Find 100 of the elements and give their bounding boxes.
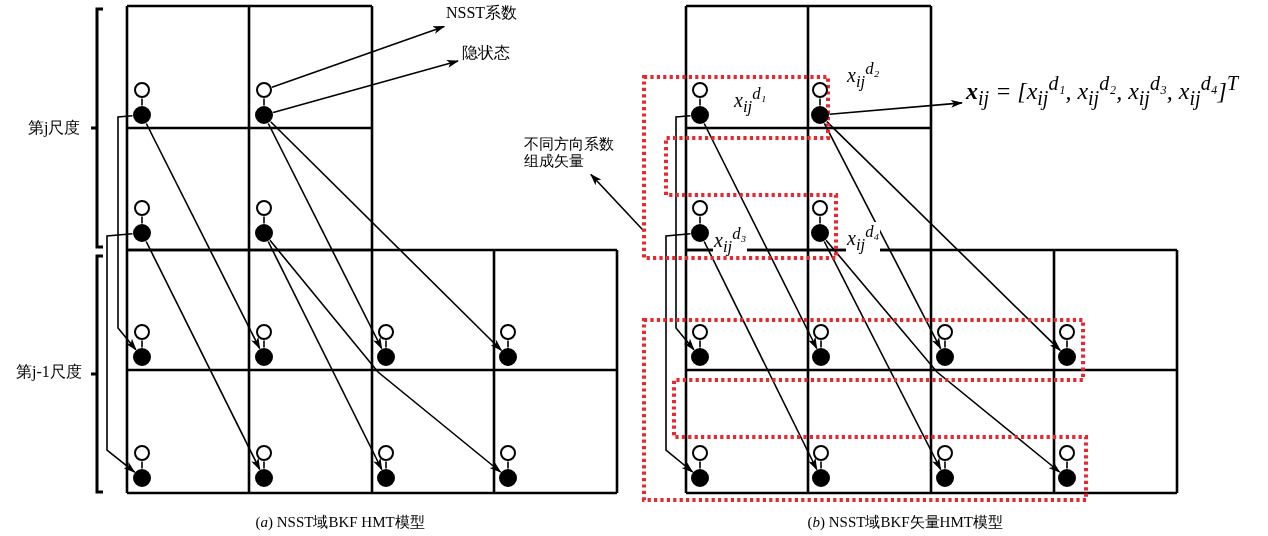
arrow <box>269 120 503 352</box>
annotation-text: NSST系数 <box>446 4 518 23</box>
filled-circle <box>377 469 395 487</box>
hollow-circle <box>692 445 708 461</box>
arrow <box>267 122 383 350</box>
connector-line <box>385 339 387 349</box>
hollow-circle <box>813 324 829 340</box>
filled-circle <box>812 348 830 366</box>
hollow-circle <box>378 445 394 461</box>
vector-formula: x$_{ij}$ = [x$_{ij}$$^{d₁}$, x$_{ij}$$^{d₂}$, x$_{ij}$$^{d₃}$, x$_{ij}$$^{d₄}$]$^{T}$ <box>966 72 1239 110</box>
connector-line <box>507 339 509 349</box>
connector-line <box>944 460 946 470</box>
arrow <box>271 25 446 88</box>
hollow-circle <box>1059 324 1075 340</box>
filled-circle <box>936 469 954 487</box>
arrow <box>269 239 502 473</box>
caption: (b) NSST域BKF矢量HMT模型 <box>807 513 1003 531</box>
connector-line <box>141 97 143 107</box>
filled-circle <box>133 106 151 124</box>
hollow-circle <box>134 200 150 216</box>
arrow <box>267 240 383 471</box>
hollow-circle <box>256 324 272 340</box>
connector-line <box>385 460 387 470</box>
hollow-circle <box>134 324 150 340</box>
connector-line <box>699 460 701 470</box>
filled-circle <box>499 348 517 366</box>
connector-line <box>263 97 265 107</box>
filled-circle <box>133 469 151 487</box>
arrow <box>675 115 695 351</box>
connector-line <box>263 460 265 470</box>
connector-line <box>699 215 701 225</box>
connector-line <box>819 97 821 107</box>
filled-circle <box>1058 348 1076 366</box>
filled-circle <box>811 224 829 242</box>
arrow <box>703 122 818 350</box>
hollow-circle <box>813 445 829 461</box>
caption: (a) NSST域BKF HMT模型 <box>255 513 425 531</box>
arrow <box>826 120 1061 352</box>
arrow <box>665 233 694 473</box>
filled-circle <box>133 224 151 242</box>
filled-circle <box>811 106 829 124</box>
filled-circle <box>1058 469 1076 487</box>
hollow-circle <box>692 324 708 340</box>
arrow <box>272 60 459 114</box>
connector-line <box>141 215 143 225</box>
connector-line <box>141 339 143 349</box>
hollow-circle <box>256 445 272 461</box>
hollow-circle <box>1059 445 1075 461</box>
annotation-text: 隐状态 <box>462 44 510 63</box>
connector-line <box>263 215 265 225</box>
filled-circle <box>691 348 709 366</box>
connector-line <box>507 460 509 470</box>
connector-line <box>820 339 822 349</box>
hollow-circle <box>134 445 150 461</box>
arrow <box>145 122 261 350</box>
filled-circle <box>499 469 517 487</box>
hollow-circle <box>937 445 953 461</box>
arrow <box>117 115 137 351</box>
filled-circle <box>255 106 273 124</box>
arrow <box>106 233 136 473</box>
hollow-circle <box>256 82 272 98</box>
hollow-circle <box>256 200 272 216</box>
arrow <box>590 173 645 232</box>
arrow <box>145 240 261 471</box>
filled-circle <box>255 348 273 366</box>
filled-circle <box>255 469 273 487</box>
arrow <box>823 240 942 471</box>
connector-line <box>141 460 143 470</box>
filled-circle <box>691 106 709 124</box>
hollow-circle <box>500 324 516 340</box>
connector-line <box>819 215 821 225</box>
connector-line <box>263 339 265 349</box>
hollow-circle <box>812 200 828 216</box>
arrow <box>823 122 942 350</box>
connector-line <box>1066 460 1068 470</box>
filled-circle <box>812 469 830 487</box>
filled-circle <box>691 469 709 487</box>
filled-circle <box>255 224 273 242</box>
filled-circle <box>377 348 395 366</box>
hollow-circle <box>134 82 150 98</box>
hollow-circle <box>812 82 828 98</box>
connector-line <box>1066 339 1068 349</box>
hollow-circle <box>500 445 516 461</box>
hollow-circle <box>692 82 708 98</box>
connector-line <box>699 339 701 349</box>
filled-circle <box>691 224 709 242</box>
arrow <box>828 99 963 115</box>
filled-circle <box>133 348 151 366</box>
hollow-circle <box>378 324 394 340</box>
scale-label: 第j尺度 <box>28 119 81 138</box>
connector-line <box>699 97 701 107</box>
connector-line <box>820 460 822 470</box>
annotation-text: 不同方向系数组成矢量 <box>524 136 618 171</box>
hollow-circle <box>937 324 953 340</box>
arrow <box>825 239 1061 473</box>
hollow-circle <box>692 200 708 216</box>
scale-label: 第j-1尺度 <box>16 363 82 382</box>
filled-circle <box>936 348 954 366</box>
connector-line <box>944 339 946 349</box>
arrow <box>703 240 818 471</box>
